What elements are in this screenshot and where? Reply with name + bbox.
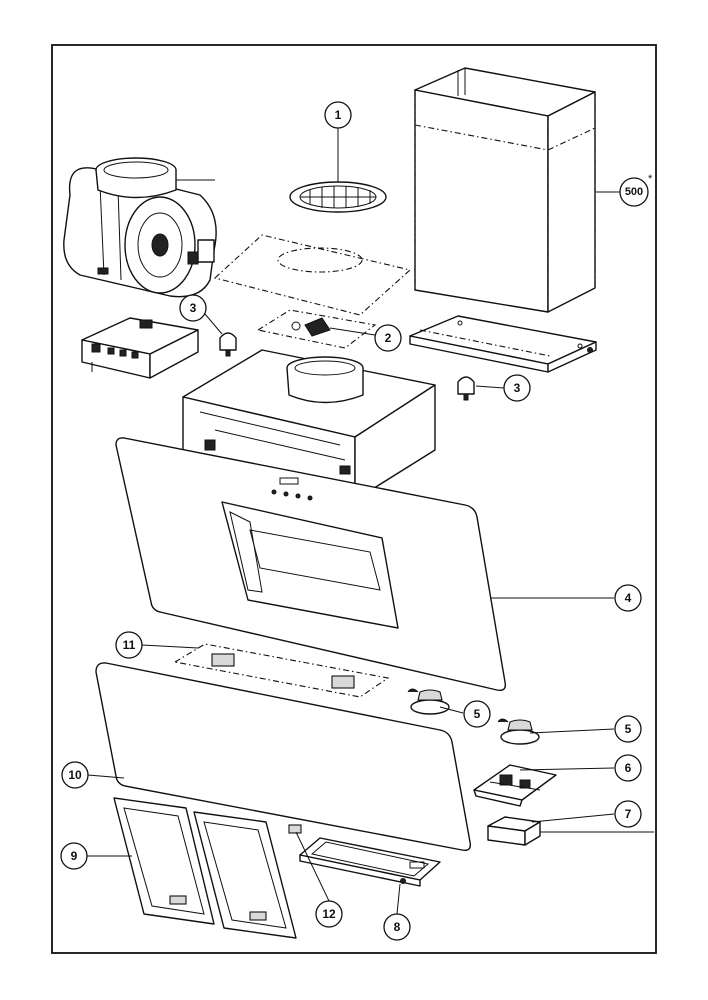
hinge-rail-part (173, 643, 390, 698)
lamp-part-b (497, 718, 540, 745)
svg-text:3: 3 (190, 301, 197, 315)
callout-8: 8 (383, 913, 411, 941)
callout-12: 12 (315, 900, 343, 928)
callout-11: 11 (115, 631, 143, 659)
switch-module-part (473, 764, 557, 807)
svg-text:12: 12 (322, 907, 336, 921)
electronics-box-part (81, 317, 199, 379)
svg-text:5: 5 (474, 707, 481, 721)
clip-part-right (457, 376, 475, 401)
front-glass-panel-part (115, 437, 507, 692)
backdraft-grille-part (289, 181, 387, 213)
svg-text:9: 9 (71, 849, 78, 863)
svg-text:6: 6 (625, 761, 632, 775)
callout-3-left: 3 (179, 294, 207, 322)
bracket-plate-part (256, 309, 377, 349)
svg-text:11: 11 (123, 638, 136, 652)
callout-5-a: 5 (463, 700, 491, 728)
svg-text:500: 500 (625, 186, 643, 198)
svg-text:3: 3 (514, 381, 521, 395)
svg-text:5: 5 (625, 722, 632, 736)
driver-box-part (487, 816, 541, 846)
svg-text:4: 4 (625, 591, 632, 605)
svg-text:10: 10 (68, 768, 82, 782)
mounting-plate-part (213, 234, 412, 316)
lower-glass-panel-part (95, 662, 472, 852)
lamp-part-a (407, 688, 450, 715)
callout-6: 6 (614, 754, 642, 782)
svg-text:8: 8 (394, 920, 401, 934)
callout-4: 4 (614, 584, 642, 612)
callout-3-right: 3 (503, 374, 531, 402)
blower-motor-part (63, 157, 217, 298)
small-clip-part (288, 824, 302, 834)
grease-filter-part-left (113, 797, 215, 925)
callout-2: 2 (374, 324, 402, 352)
callout-500: 500 (619, 177, 649, 207)
grease-filter-part-right (193, 811, 297, 939)
svg-text:2: 2 (385, 331, 392, 345)
leader-lines (87, 128, 654, 915)
lamp-cover-part (299, 837, 441, 887)
drawing-frame (51, 44, 657, 954)
chimney-cover-part (409, 67, 597, 373)
svg-text:7: 7 (625, 807, 632, 821)
clip-part-left (219, 332, 237, 357)
callout-5-b: 5 (614, 715, 642, 743)
callout-7: 7 (614, 800, 642, 828)
asterisk-note: * (648, 173, 653, 185)
svg-text:1: 1 (335, 108, 342, 122)
callout-10: 10 (61, 761, 89, 789)
callout-9: 9 (60, 842, 88, 870)
callout-1: 1 (324, 101, 352, 129)
